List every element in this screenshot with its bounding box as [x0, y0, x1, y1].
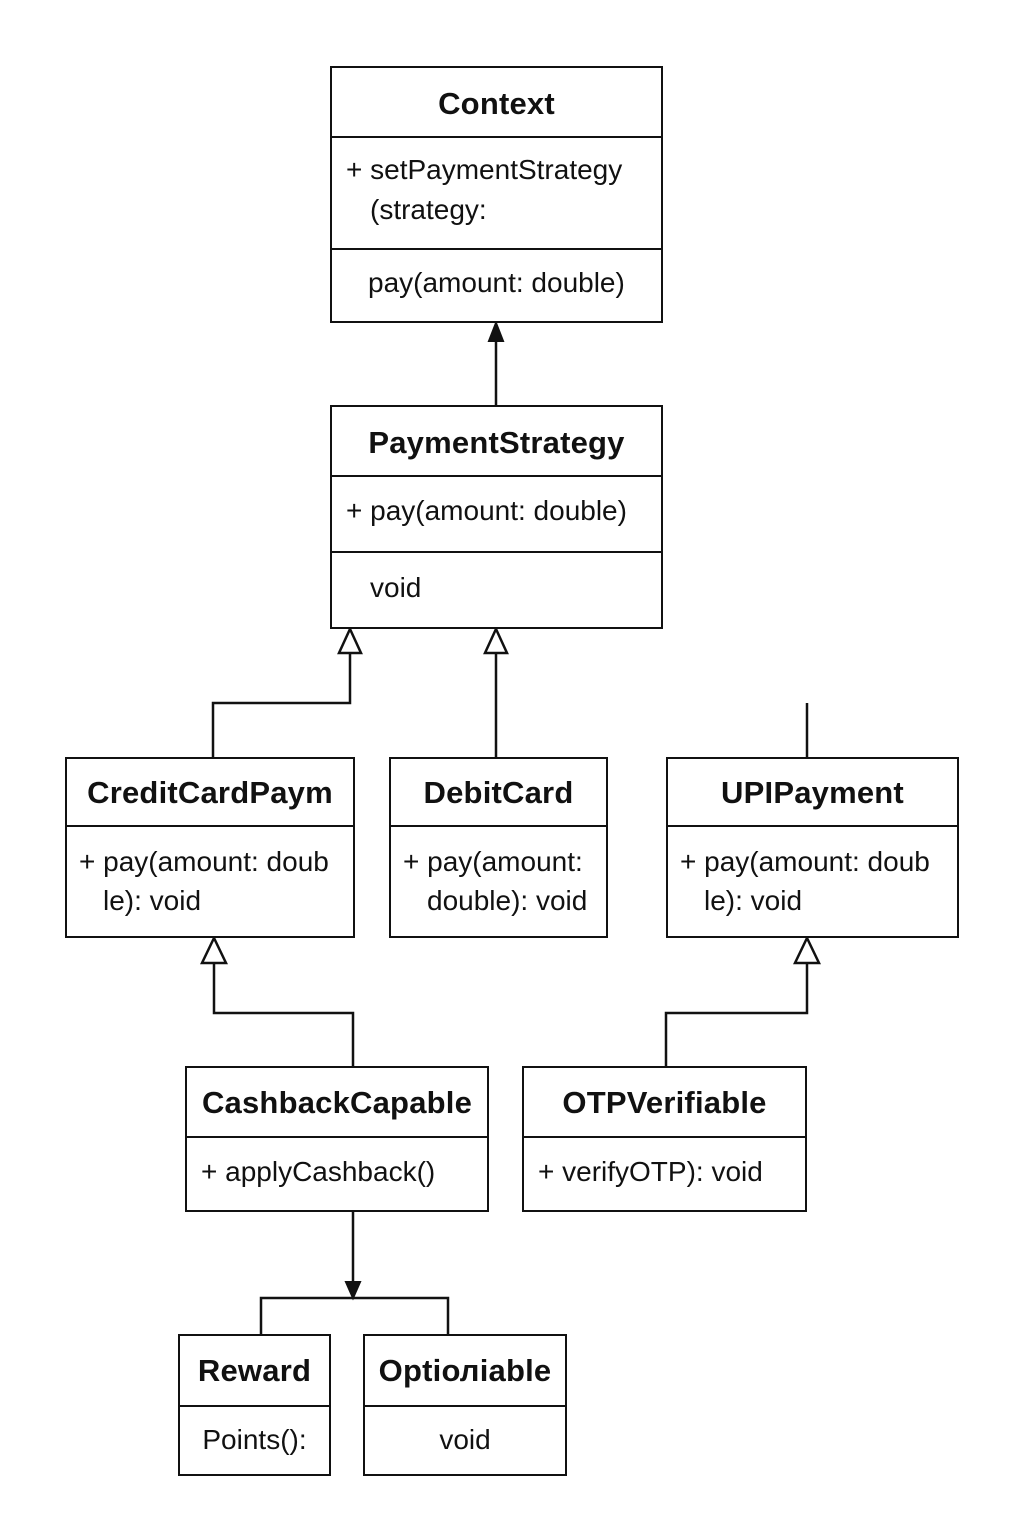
- class-divider: [524, 1136, 805, 1138]
- class-name-optionable: Optіолiable: [378, 1353, 552, 1388]
- method-pay-continuation: le): void: [704, 885, 803, 916]
- class-name-reward: Reward: [197, 1353, 312, 1388]
- generalization-arrowhead-strategy-right: [483, 625, 509, 655]
- association-arrowhead: [487, 320, 505, 342]
- method-pay-continuation: double): void: [427, 885, 588, 916]
- class-divider: [668, 825, 957, 827]
- class-optionable[interactable]: Optіолiable void: [363, 1334, 567, 1476]
- generalization-line-creditcard-to-strategy: [211, 653, 352, 757]
- method-pay-continuation: le): void: [103, 885, 202, 916]
- class-divider: [391, 825, 606, 827]
- method-pay: pay(amount: double): [368, 267, 625, 298]
- class-name-upi-payment: UPIPayment: [721, 775, 904, 810]
- class-otp-verifiable[interactable]: OTPVerifiable + verifyOTP): void: [522, 1066, 807, 1212]
- method-set-payment-strategy: + setPaymentStrategy: [346, 154, 623, 185]
- class-name-otp-verifiable: OTPVerifiable: [562, 1085, 767, 1120]
- class-debit-card[interactable]: DebitCard + pay(amount: double): void: [389, 757, 608, 938]
- class-divider: [332, 551, 661, 553]
- method-pay: + pay(amount:: [403, 846, 583, 877]
- method-verify-otp: + verifyOTP): void: [538, 1156, 763, 1187]
- method-pay: + pay(amount: doub: [680, 846, 930, 877]
- class-divider: [187, 1136, 487, 1138]
- dependency-branch-line: [259, 1296, 450, 1334]
- class-divider: [67, 825, 353, 827]
- class-context[interactable]: Context + setPaymentStrategy (strategy: …: [330, 66, 663, 323]
- method-apply-cashback: + applyCashback(): [201, 1156, 436, 1187]
- dependency-arrowhead: [344, 1281, 362, 1301]
- method-points: Points():: [202, 1424, 307, 1455]
- generalization-line-cashback-to-creditcard: [212, 963, 355, 1066]
- class-name-cashback-capable: CashbackCapable: [201, 1085, 473, 1120]
- class-cashback-capable[interactable]: CashbackCapable + applyCashback(): [185, 1066, 489, 1212]
- class-name-credit-card-payment: CreditCardPaym: [87, 775, 333, 810]
- class-divider: [332, 248, 661, 250]
- method-pay: + pay(amount: doub: [79, 846, 329, 877]
- class-divider: [180, 1405, 329, 1407]
- generalization-arrowhead-strategy-left: [337, 625, 363, 655]
- class-divider: [365, 1405, 565, 1407]
- method-pay: + pay(amount: double): [346, 495, 627, 526]
- method-set-payment-strategy-params: (strategy:: [370, 194, 487, 225]
- generalization-arrowhead-upipayment: [793, 935, 821, 965]
- method-return-type: void: [370, 572, 422, 603]
- class-name-context: Context: [438, 86, 555, 121]
- class-credit-card-payment[interactable]: CreditCardPaym + pay(amount: doub le): v…: [65, 757, 355, 938]
- class-reward[interactable]: Reward Points():: [178, 1334, 331, 1476]
- class-divider: [332, 136, 661, 138]
- class-upi-payment[interactable]: UPIPayment + pay(amount: doub le): void: [666, 757, 959, 938]
- generalization-arrowhead-creditcard: [200, 935, 228, 965]
- class-payment-strategy[interactable]: PaymentStrategy + pay(amount: double) vo…: [330, 405, 663, 629]
- class-name-debit-card: DebitCard: [423, 775, 574, 810]
- class-divider: [332, 475, 661, 477]
- generalization-line-otp-to-upipayment: [664, 963, 809, 1066]
- method-return-type: void: [439, 1424, 491, 1455]
- class-name-payment-strategy: PaymentStrategy: [368, 425, 625, 460]
